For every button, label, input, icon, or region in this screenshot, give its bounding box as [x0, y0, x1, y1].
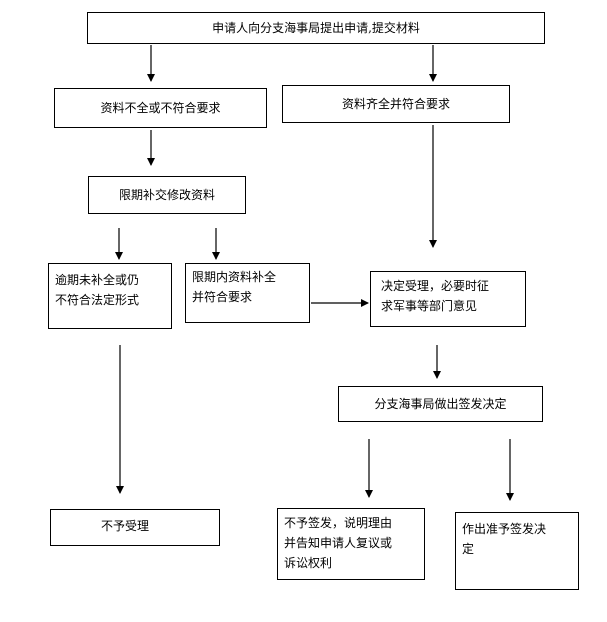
node-overdue-nonconforming-label: 逾期未补全或仍 不符合法定形式: [55, 273, 140, 307]
node-deadline-supplement: 限期补交修改资料: [88, 176, 246, 214]
node-materials-complete: 资料齐全并符合要求: [282, 85, 510, 123]
node-accept-consult-label: 决定受理，必要时征 求军事等部门意见: [381, 279, 490, 313]
node-materials-complete-label: 资料齐全并符合要求: [341, 97, 450, 111]
node-refuse-issuance: 不予签发，说明理由 并告知申请人复议或 诉讼权利: [277, 508, 425, 580]
node-not-accepted: 不予受理: [50, 509, 220, 546]
node-approve-issuance-label: 作出准予签发决 定: [462, 522, 547, 556]
node-refuse-issuance-label: 不予签发，说明理由 并告知申请人复议或 诉讼权利: [284, 516, 393, 570]
node-supplemented-conforming-label: 限期内资料补全 并符合要求: [192, 270, 277, 304]
node-overdue-nonconforming: 逾期未补全或仍 不符合法定形式: [48, 263, 172, 329]
node-submit-application-label: 申请人向分支海事局提出申请,提交材料: [212, 21, 420, 35]
node-approve-issuance: 作出准予签发决 定: [455, 512, 579, 590]
node-issuance-decision: 分支海事局做出签发决定: [338, 386, 543, 422]
node-deadline-supplement-label: 限期补交修改资料: [118, 188, 215, 202]
node-materials-incomplete-label: 资料不全或不符合要求: [100, 101, 221, 115]
node-submit-application: 申请人向分支海事局提出申请,提交材料: [87, 12, 545, 44]
node-materials-incomplete: 资料不全或不符合要求: [54, 88, 267, 128]
node-accept-consult: 决定受理，必要时征 求军事等部门意见: [370, 271, 526, 327]
node-not-accepted-label: 不予受理: [101, 519, 150, 533]
node-issuance-decision-label: 分支海事局做出签发决定: [374, 397, 507, 411]
node-supplemented-conforming: 限期内资料补全 并符合要求: [185, 263, 310, 323]
